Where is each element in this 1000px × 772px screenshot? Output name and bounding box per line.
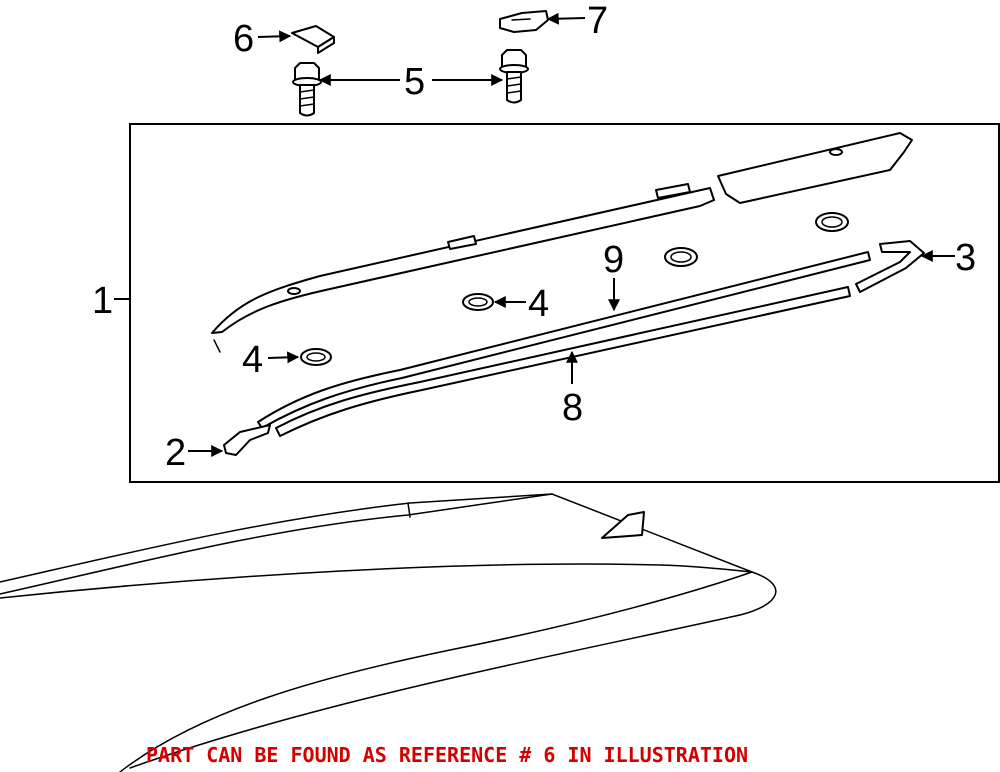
grommets bbox=[300, 212, 849, 366]
callout-3: 3 bbox=[955, 237, 976, 279]
callout-4-left: 4 bbox=[242, 339, 263, 381]
callout-4-center: 4 bbox=[528, 283, 549, 325]
reference-notice: PART CAN BE FOUND AS REFERENCE # 6 IN IL… bbox=[146, 743, 748, 767]
end-cap-2 bbox=[223, 424, 271, 456]
bolt-left bbox=[292, 62, 322, 117]
bolt-right bbox=[499, 49, 529, 104]
callout-8: 8 bbox=[562, 387, 583, 429]
end-cap-3 bbox=[855, 240, 925, 293]
callout-1: 1 bbox=[92, 280, 113, 322]
clip-part-7 bbox=[499, 10, 549, 33]
molding-lower-8 bbox=[275, 286, 851, 437]
callout-7: 7 bbox=[587, 0, 608, 42]
clip-part-6 bbox=[291, 25, 335, 54]
callout-2: 2 bbox=[165, 432, 186, 474]
leader-lines bbox=[114, 12, 955, 457]
assembly-box bbox=[129, 123, 1000, 483]
roof-rail bbox=[211, 132, 913, 353]
callout-6: 6 bbox=[233, 18, 254, 60]
vehicle-roof bbox=[0, 493, 777, 772]
callout-5: 5 bbox=[404, 61, 425, 103]
molding-upper-9 bbox=[257, 251, 871, 429]
callout-9: 9 bbox=[603, 239, 624, 281]
